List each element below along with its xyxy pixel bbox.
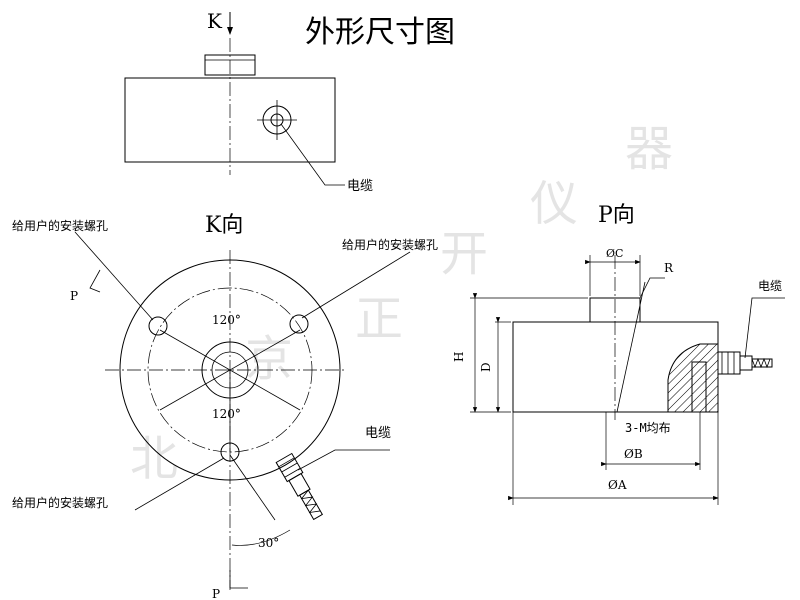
hole-label-bottom: 给用户的安装螺孔 — [12, 495, 108, 510]
thread-leader — [616, 281, 646, 413]
p-cable-label: 电缆 — [758, 279, 782, 293]
angle-top-label: 120° — [212, 313, 241, 327]
watermark-char: 器 — [625, 121, 673, 177]
top-view-k-label: K — [207, 9, 223, 33]
p-mark-top — [89, 269, 101, 293]
k-cable-label: 电缆 — [365, 425, 391, 441]
angle-30-arc — [231, 529, 291, 546]
hole-leader-left — [74, 231, 154, 321]
k-view: K向 120° 120° 给用户的安装螺孔 给用户的安装螺孔 给用户的安装螺孔 … — [12, 213, 438, 600]
watermark-char: 北 — [130, 431, 178, 487]
watermark: 北 京 正 开 仪 器 — [130, 121, 673, 487]
top-cable-label: 电缆 — [347, 178, 373, 194]
section-hatch — [667, 343, 719, 413]
page-title: 外形尺寸图 — [305, 15, 455, 50]
dim-c-label: ØC — [606, 247, 623, 260]
p-view: P向 电缆 ØC R H — [452, 203, 785, 505]
watermark-char: 开 — [440, 226, 488, 282]
dim-r-label: R — [664, 261, 674, 275]
top-cable-leader — [280, 123, 345, 186]
p-label-top: P — [70, 289, 78, 303]
hole-label-right: 给用户的安装螺孔 — [342, 237, 438, 252]
p-label-bottom: P — [212, 587, 220, 600]
mount-hole-right — [289, 314, 309, 334]
thread-label: 3-M均布 — [625, 421, 671, 435]
dim-h-label: H — [452, 352, 466, 362]
watermark-char: 正 — [355, 291, 403, 347]
k-cable-leader — [297, 449, 390, 471]
top-view: K 电缆 — [124, 9, 373, 194]
hole-label-left: 给用户的安装螺孔 — [12, 218, 108, 233]
watermark-char: 京 — [245, 331, 293, 387]
dim-b-label: ØB — [624, 447, 643, 461]
dim-a-label: ØA — [608, 478, 627, 492]
dim-d-label: D — [479, 362, 493, 372]
k-cable-fitting — [275, 452, 324, 521]
angle-offset-label: 30° — [258, 536, 279, 550]
p-cable-leader — [744, 297, 785, 359]
hole-leader-bottom — [134, 457, 225, 511]
hole-leader-right — [301, 251, 411, 319]
p-mark-bottom — [229, 570, 248, 589]
p-view-title: P向 — [598, 203, 635, 228]
watermark-char: 仪 — [530, 176, 578, 232]
mount-hole-bottom — [220, 442, 240, 462]
mount-hole-left — [148, 316, 168, 336]
p-cable-fitting — [717, 351, 773, 375]
angle-bottom-label: 120° — [212, 407, 241, 421]
k-view-title: K向 — [205, 213, 243, 238]
